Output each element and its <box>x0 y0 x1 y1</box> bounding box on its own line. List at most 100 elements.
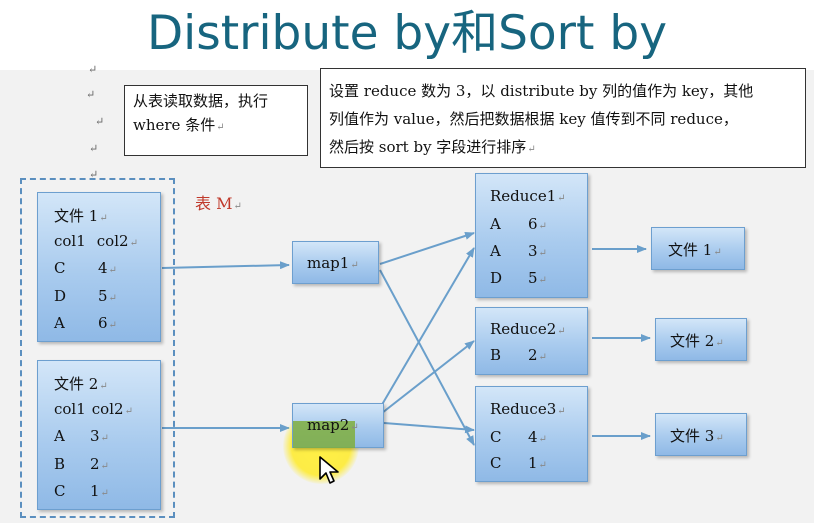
file2-cell: 2 <box>90 455 100 473</box>
paragraph-mark: ↵ <box>527 144 536 155</box>
reduce1-cell: D <box>490 269 503 287</box>
reduce2-cell: 2 <box>528 346 538 364</box>
note-line: 列值作为 value，然后把数据根据 key 值传到不同 reduce， <box>329 110 738 128</box>
output-file2-label: 文件 2 <box>670 332 715 350</box>
note-read-table: 从表读取数据，执行 where 条件↵ <box>124 85 308 156</box>
paragraph-mark: ↵ <box>557 406 566 417</box>
paragraph-mark: ↵ <box>538 275 547 286</box>
file2-cell: 1 <box>90 482 100 500</box>
paragraph-mark: ↵ <box>108 265 117 276</box>
file1-header-col2: col2 <box>96 232 129 250</box>
arrow-map2-reduce1 <box>379 247 475 409</box>
arrow-map2-reduce2 <box>381 340 475 414</box>
paragraph-mark: ↵ <box>233 201 242 212</box>
map2-label: map2 <box>307 416 350 434</box>
file2-cell: B <box>54 455 66 473</box>
paragraph-mark: ↵ <box>538 221 547 232</box>
paragraph-mark: ↵ <box>100 433 109 444</box>
paragraph-mark: ↵ <box>538 460 547 471</box>
map1-box: map1↵ <box>292 241 379 284</box>
paragraph-mark: ↵ <box>715 338 724 349</box>
reduce3-cell: 4 <box>528 428 538 446</box>
arrow-file1-map1 <box>161 261 290 270</box>
arrow-map1-reduce1 <box>379 232 475 265</box>
file2-cell: A <box>54 427 65 445</box>
paragraph-mark: ↵ <box>538 434 547 445</box>
file2-cell: C <box>54 482 66 500</box>
paragraph-mark: ↵ <box>108 293 117 304</box>
paragraph-mark: ↵ <box>88 63 98 76</box>
mouse-cursor-icon <box>319 456 339 484</box>
paragraph-mark: ↵ <box>89 142 99 155</box>
reduce1-box: Reduce1↵ A 6↵ A 3↵ D 5↵ <box>475 173 588 298</box>
reduce1-cell: A <box>490 242 501 260</box>
paragraph-mark: ↵ <box>538 248 547 259</box>
output-file1-box: 文件 1↵ <box>651 227 745 270</box>
paragraph-mark: ↵ <box>95 115 105 128</box>
file1-cell: C <box>54 259 66 277</box>
reduce1-title: Reduce1 <box>490 187 557 205</box>
map2-box: map2↵ <box>292 403 384 448</box>
paragraph-mark: ↵ <box>108 320 117 331</box>
reduce3-cell: C <box>490 454 502 472</box>
map1-label: map1 <box>307 254 350 272</box>
file2-header-col1: col1 <box>54 400 86 418</box>
reduce1-cell: 5 <box>528 269 538 287</box>
reduce3-title: Reduce3 <box>490 400 557 418</box>
paragraph-mark: ↵ <box>99 381 108 392</box>
note-line: 从表读取数据，执行 <box>133 92 269 110</box>
file2-cell: 3 <box>90 427 100 445</box>
paragraph-mark: ↵ <box>538 352 547 363</box>
table-m-label: 表 M↵ <box>195 194 242 213</box>
table-m-group <box>20 178 175 518</box>
arrow-map1-reduce3 <box>379 269 475 446</box>
reduce3-cell: 1 <box>528 454 538 472</box>
reduce3-cell: C <box>490 428 502 446</box>
paragraph-mark: ↵ <box>557 193 566 204</box>
file1-cell: 5 <box>98 287 108 305</box>
paragraph-mark: ↵ <box>557 326 566 337</box>
paragraph-mark: ↵ <box>86 88 96 101</box>
file1-header-col1: col1 <box>54 232 86 250</box>
note-line: 设置 reduce 数为 3，以 distribute by 列的值作为 key… <box>329 82 754 100</box>
note-line: 然后按 sort by 字段进行排序 <box>329 138 527 156</box>
file1-cell: 4 <box>98 259 108 277</box>
arrow-map2-reduce3 <box>383 422 475 434</box>
file1-cell: A <box>54 314 65 332</box>
reduce1-cell: 6 <box>528 215 538 233</box>
file1-title: 文件 1 <box>54 207 99 225</box>
reduce3-box: Reduce3↵ C 4↵ C 1↵ <box>475 386 588 482</box>
reduce2-cell: B <box>490 346 502 364</box>
paragraph-mark: ↵ <box>89 168 99 181</box>
reduce2-title: Reduce2 <box>490 320 557 338</box>
output-file2-box: 文件 2↵ <box>655 318 747 361</box>
paragraph-mark: ↵ <box>100 488 109 499</box>
file2-header-col2: col2 <box>91 400 124 418</box>
reduce1-cell: 3 <box>528 242 538 260</box>
note-line: where 条件 <box>133 116 216 134</box>
slide-title: Distribute by和Sort by <box>146 6 668 61</box>
note-reduce-setting: 设置 reduce 数为 3，以 distribute by 列的值作为 key… <box>320 68 806 168</box>
output-file3-box: 文件 3↵ <box>655 413 747 456</box>
file2-title: 文件 2 <box>54 375 99 393</box>
paragraph-mark: ↵ <box>350 422 359 433</box>
paragraph-mark: ↵ <box>124 406 133 417</box>
file1-cell: D <box>54 287 67 305</box>
output-file1-label: 文件 1 <box>668 241 713 259</box>
file1-cell: 6 <box>98 314 108 332</box>
paragraph-mark: ↵ <box>216 122 225 133</box>
paragraph-mark: ↵ <box>350 260 359 271</box>
paragraph-mark: ↵ <box>715 433 724 444</box>
title-band: Distribute by和Sort by <box>0 0 814 70</box>
reduce1-cell: A <box>490 215 501 233</box>
paragraph-mark: ↵ <box>99 213 108 224</box>
output-file3-label: 文件 3 <box>670 427 715 445</box>
map2-selection <box>293 421 355 448</box>
paragraph-mark: ↵ <box>100 461 109 472</box>
paragraph-mark: ↵ <box>713 247 722 258</box>
reduce2-box: Reduce2↵ B 2↵ <box>475 307 588 375</box>
paragraph-mark: ↵ <box>129 238 138 249</box>
